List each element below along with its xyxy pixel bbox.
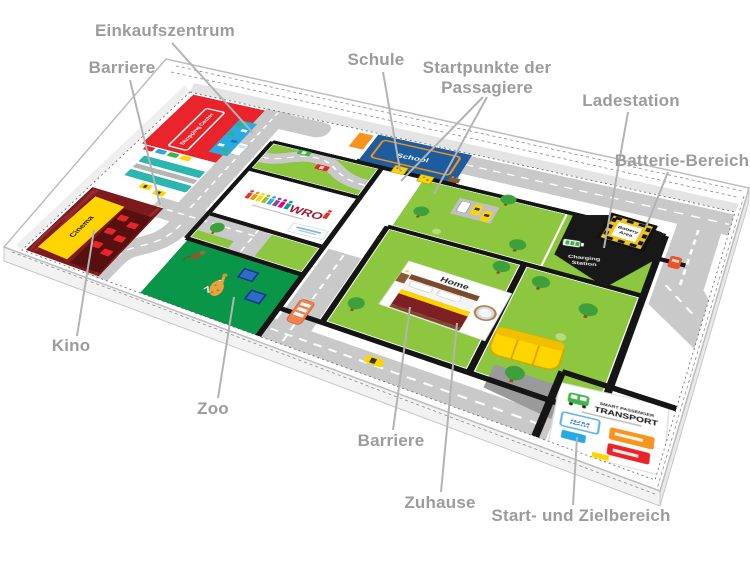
label-startpunkte: Startpunkte der Passagiere: [423, 58, 552, 97]
label-startpunkte-line2: Passagiere: [423, 78, 552, 98]
label-schule: Schule: [348, 50, 405, 70]
label-ladestation: Ladestation: [582, 91, 680, 111]
label-startpunkte-line1: Startpunkte der: [423, 58, 552, 78]
label-zoo: Zoo: [197, 399, 229, 419]
label-einkaufszentrum: Einkaufszentrum: [95, 21, 235, 41]
label-batterie-bereich: Batterie-Bereich: [615, 151, 750, 171]
label-start-ziel: Start- und Zielbereich: [491, 506, 670, 526]
label-zuhause: Zuhause: [404, 493, 475, 513]
label-kino: Kino: [52, 336, 91, 356]
label-barriere-top: Barriere: [89, 58, 156, 78]
label-barriere-bottom: Barriere: [358, 431, 425, 451]
